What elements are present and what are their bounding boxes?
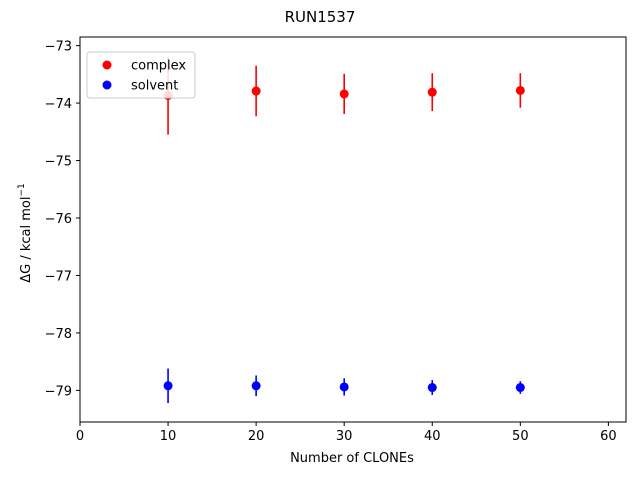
y-tick-label: −74 (45, 97, 72, 112)
x-tick-label: 20 (248, 429, 265, 444)
y-tick-label: −78 (45, 327, 72, 342)
data-point (163, 381, 173, 391)
plot-area (79, 36, 627, 423)
data-point (251, 86, 261, 96)
legend-box (86, 51, 196, 99)
axes: 0 10 20 30 40 50 60 −73 −74 −75 −76 −77 −78 −79 (45, 40, 617, 444)
data-point (251, 381, 261, 391)
x-tick-label: 30 (336, 429, 353, 444)
y-axis-label: ΔG / kcal mol−1 (17, 183, 34, 283)
x-tick-label: 50 (512, 429, 529, 444)
y-axis-label-main: ΔG / kcal mol (19, 197, 34, 283)
x-tick-label: 60 (600, 429, 617, 444)
data-point (339, 382, 349, 392)
series-solvent (163, 368, 525, 404)
x-tick-label: 40 (424, 429, 441, 444)
y-tick-label: −79 (45, 384, 72, 399)
data-point (427, 87, 437, 97)
y-tick-label: −73 (45, 40, 72, 55)
x-tick-label: 10 (160, 429, 177, 444)
legend-label-solvent: solvent (131, 79, 178, 94)
plot-frame (79, 36, 627, 423)
data-point (515, 85, 525, 95)
chart-title: RUN1537 (285, 8, 356, 26)
legend-marker-solvent (102, 80, 112, 90)
legend-label-complex: complex (131, 59, 186, 74)
legend: complex solvent (86, 51, 196, 99)
x-axis-label: Number of CLONEs (290, 451, 414, 466)
legend-marker-complex (102, 60, 112, 70)
y-tick-label: −77 (45, 269, 72, 284)
y-tick-label: −75 (45, 155, 72, 170)
y-tick-label: −76 (45, 212, 72, 227)
y-axis-label-sup: −1 (17, 183, 27, 196)
data-point (515, 383, 525, 393)
data-point (339, 89, 349, 99)
x-tick-label: 0 (76, 429, 84, 444)
data-point (427, 383, 437, 393)
